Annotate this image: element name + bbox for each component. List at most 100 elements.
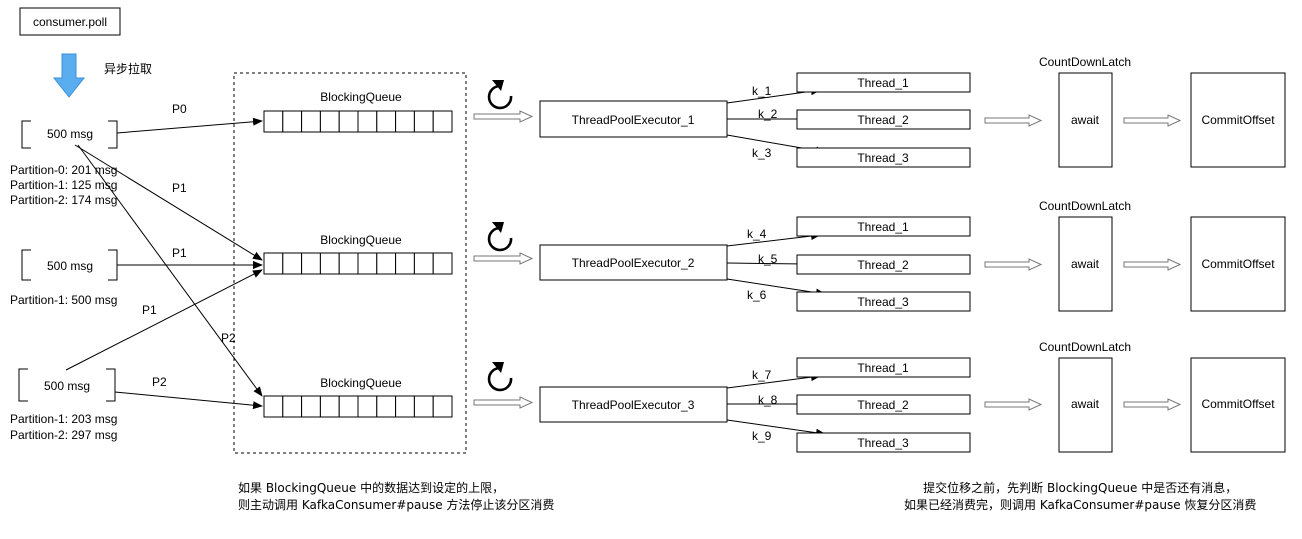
thread-box: Thread_3: [796, 291, 971, 312]
thread-label: Thread_2: [857, 258, 909, 272]
queue-slot: [432, 395, 453, 418]
hollow-arrow-icon: [1123, 398, 1182, 411]
queue-slot: [357, 395, 378, 418]
resume-note: 提交位移之前，先判断 BlockingQueue 中是否还有消息， 如果已经消费…: [904, 480, 1256, 514]
flow-label: P1: [142, 303, 157, 317]
await-label: await: [1071, 257, 1100, 271]
queue-slot: [395, 110, 415, 133]
queue-slot: [432, 252, 453, 275]
executor-3-dispatch: [726, 373, 826, 437]
batch-1: 500 msg Partition-0: 201 msg Partition-1…: [10, 120, 118, 207]
queue-slot: [282, 110, 303, 133]
latch-label: CountDownLatch: [1039, 340, 1131, 354]
flow-label: P2: [152, 375, 167, 389]
queue-slot: [301, 252, 321, 275]
key-label: k_3: [752, 146, 772, 160]
thread-box: Thread_2: [796, 254, 971, 275]
queue-slot: [376, 252, 397, 275]
queue-label: BlockingQueue: [320, 90, 402, 104]
thread-box: Thread_3: [796, 432, 971, 453]
queue-slot: [338, 110, 359, 133]
hollow-arrow-icon: [1123, 258, 1182, 271]
partition-line: Partition-1: 500 msg: [10, 293, 117, 307]
note-line: 如果 BlockingQueue 中的数据达到设定的上限，: [238, 481, 505, 495]
flow-label: P1: [172, 181, 187, 195]
queue-slot: [413, 252, 434, 275]
queue-slot: [263, 252, 284, 275]
queue-slot: [413, 110, 434, 133]
hollow-arrow-icon: [473, 110, 534, 123]
key-label: k_5: [758, 252, 778, 266]
hollow-arrow-icon: [984, 398, 1043, 411]
hollow-arrow-icon: [984, 114, 1043, 127]
thread-box: Thread_2: [796, 109, 971, 130]
queue-slot: [282, 395, 303, 418]
queue-slot: [263, 110, 284, 133]
queue-slot: [395, 395, 415, 418]
refresh-icon: [487, 222, 513, 252]
flow-label: P2: [221, 331, 236, 345]
await-label: await: [1071, 397, 1100, 411]
commit-label: CommitOffset: [1201, 397, 1275, 411]
latch-row-3: CountDownLatch await CommitOffset: [984, 340, 1286, 453]
thread-label: Thread_1: [857, 361, 909, 375]
consumer-poll-node: consumer.poll: [19, 7, 121, 36]
executor-3: ThreadPoolExecutor_3: [539, 386, 728, 423]
queue-label: BlockingQueue: [320, 376, 402, 390]
key-label: k_2: [758, 107, 778, 121]
queue-slot: [263, 395, 284, 418]
queue-slot: [282, 252, 303, 275]
flow-label: P0: [172, 102, 187, 116]
commit-label: CommitOffset: [1201, 257, 1275, 271]
partition-flows: [65, 117, 263, 410]
thread-box: Thread_1: [796, 357, 971, 378]
queue-region: [233, 72, 467, 454]
commit-label: CommitOffset: [1201, 113, 1275, 127]
latch-row-2: CountDownLatch await CommitOffset: [984, 199, 1286, 312]
queue-slot: [376, 395, 397, 418]
batch-2: 500 msg Partition-1: 500 msg: [10, 249, 118, 307]
latch-label: CountDownLatch: [1039, 199, 1131, 213]
thread-box: Thread_2: [796, 394, 971, 415]
partition-line: Partition-1: 203 msg: [10, 412, 117, 426]
await-label: await: [1071, 113, 1100, 127]
queue-slot: [338, 252, 359, 275]
queue-slot: [319, 110, 340, 133]
key-label: k_9: [752, 429, 772, 443]
hollow-arrow-icon: [473, 396, 534, 409]
partition-line: Partition-2: 297 msg: [10, 428, 117, 442]
queue-slot: [319, 395, 340, 418]
key-label: k_7: [752, 368, 772, 382]
queue-slot: [301, 395, 321, 418]
key-label: k_4: [747, 227, 767, 241]
latch-row-1: CountDownLatch await CommitOffset: [984, 55, 1286, 168]
batch-label: 500 msg: [44, 379, 90, 393]
latch-label: CountDownLatch: [1039, 55, 1131, 69]
consumer-poll-label: consumer.poll: [33, 15, 107, 29]
flow-label: P1: [172, 246, 187, 260]
refresh-icon: [487, 362, 513, 392]
queue-slot: [301, 110, 321, 133]
queue-slot: [413, 395, 434, 418]
hollow-arrow-icon: [984, 258, 1043, 271]
queue-slot: [338, 395, 359, 418]
thread-label: Thread_3: [857, 295, 909, 309]
flow-arrow: [114, 391, 263, 410]
note-line: 提交位移之前，先判断 BlockingQueue 中是否还有消息，: [923, 481, 1238, 495]
queue-slot: [432, 110, 453, 133]
queue-slot: [376, 110, 397, 133]
flow-arrow: [116, 117, 263, 134]
thread-label: Thread_1: [857, 76, 909, 90]
queue-3: BlockingQueue: [263, 376, 453, 418]
queue-label: BlockingQueue: [320, 233, 402, 247]
hollow-arrow-icon: [473, 252, 534, 265]
partition-line: Partition-2: 174 msg: [10, 193, 117, 207]
thread-label: Thread_3: [857, 151, 909, 165]
batch-3: 500 msg Partition-1: 203 msg Partition-2…: [10, 368, 117, 442]
queue-slot: [357, 110, 378, 133]
flow-arrow: [77, 144, 263, 397]
async-fetch-label: 异步拉取: [104, 61, 152, 76]
executor-label: ThreadPoolExecutor_2: [572, 256, 695, 270]
thread-label: Thread_2: [857, 398, 909, 412]
